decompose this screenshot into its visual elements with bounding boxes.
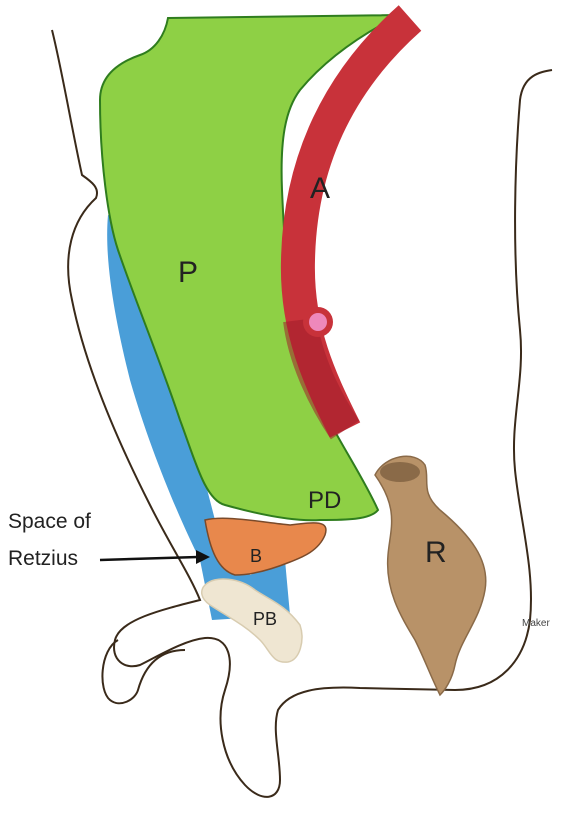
label-peritoneal-deflection: PD: [308, 487, 341, 514]
bladder: [205, 518, 326, 575]
space-of-retzius-arrow: [100, 557, 198, 560]
label-peritoneum: P: [178, 256, 198, 289]
watermark-text: Maker: [522, 618, 550, 629]
label-rectum: R: [425, 536, 447, 569]
label-space-of-retzius-line1: Space of: [8, 510, 91, 533]
label-pubic-bone: PB: [253, 609, 277, 629]
label-bladder: B: [250, 546, 262, 566]
label-space-of-retzius-line2: Retzius: [8, 547, 78, 570]
artery-marker-dot-inner: [309, 313, 327, 331]
rectum: [375, 456, 486, 695]
label-artery: A: [310, 172, 330, 205]
rectum-opening: [380, 462, 420, 482]
